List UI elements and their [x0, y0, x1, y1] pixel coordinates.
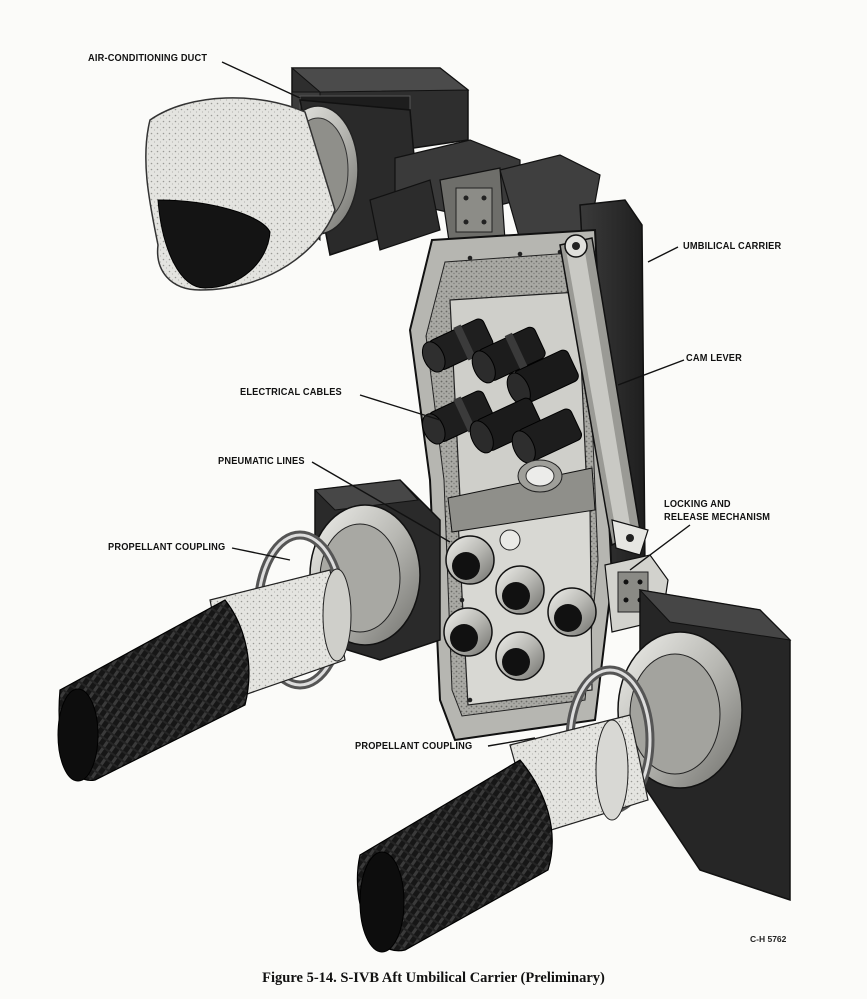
propellant-coupling-left [57, 479, 441, 782]
callout-propellant-coupling-bottom: PROPELLANT COUPLING [355, 740, 473, 752]
callout-cam-lever: CAM LEVER [686, 352, 743, 364]
pneumatic-line-fittings [443, 529, 597, 681]
upper-support-brackets [369, 139, 601, 251]
callout-propellant-coupling-left: PROPELLANT COUPLING [108, 541, 226, 553]
right-coupling-housing [565, 589, 792, 902]
callout-locking-release-mechanism: LOCKING AND RELEASE MECHANISM [664, 498, 770, 524]
callout-umbilical-carrier: UMBILICAL CARRIER [683, 240, 782, 252]
drawing-number: C-H 5762 [750, 934, 787, 944]
callout-air-conditioning-duct: AIR-CONDITIONING DUCT [88, 52, 208, 64]
callout-locking-line1: LOCKING AND [664, 498, 731, 510]
callout-pneumatic-lines: PNEUMATIC LINES [218, 455, 305, 467]
callout-locking-line2: RELEASE MECHANISM [664, 511, 771, 523]
electrical-cable-connectors [421, 318, 583, 493]
leader-lines [221, 61, 691, 747]
propellant-coupling-bottom [356, 714, 649, 953]
callout-electrical-cables: ELECTRICAL CABLES [240, 386, 342, 398]
cam-lever [559, 234, 649, 556]
figure-caption: Figure 5-14. S-IVB Aft Umbilical Carrier… [262, 970, 605, 986]
